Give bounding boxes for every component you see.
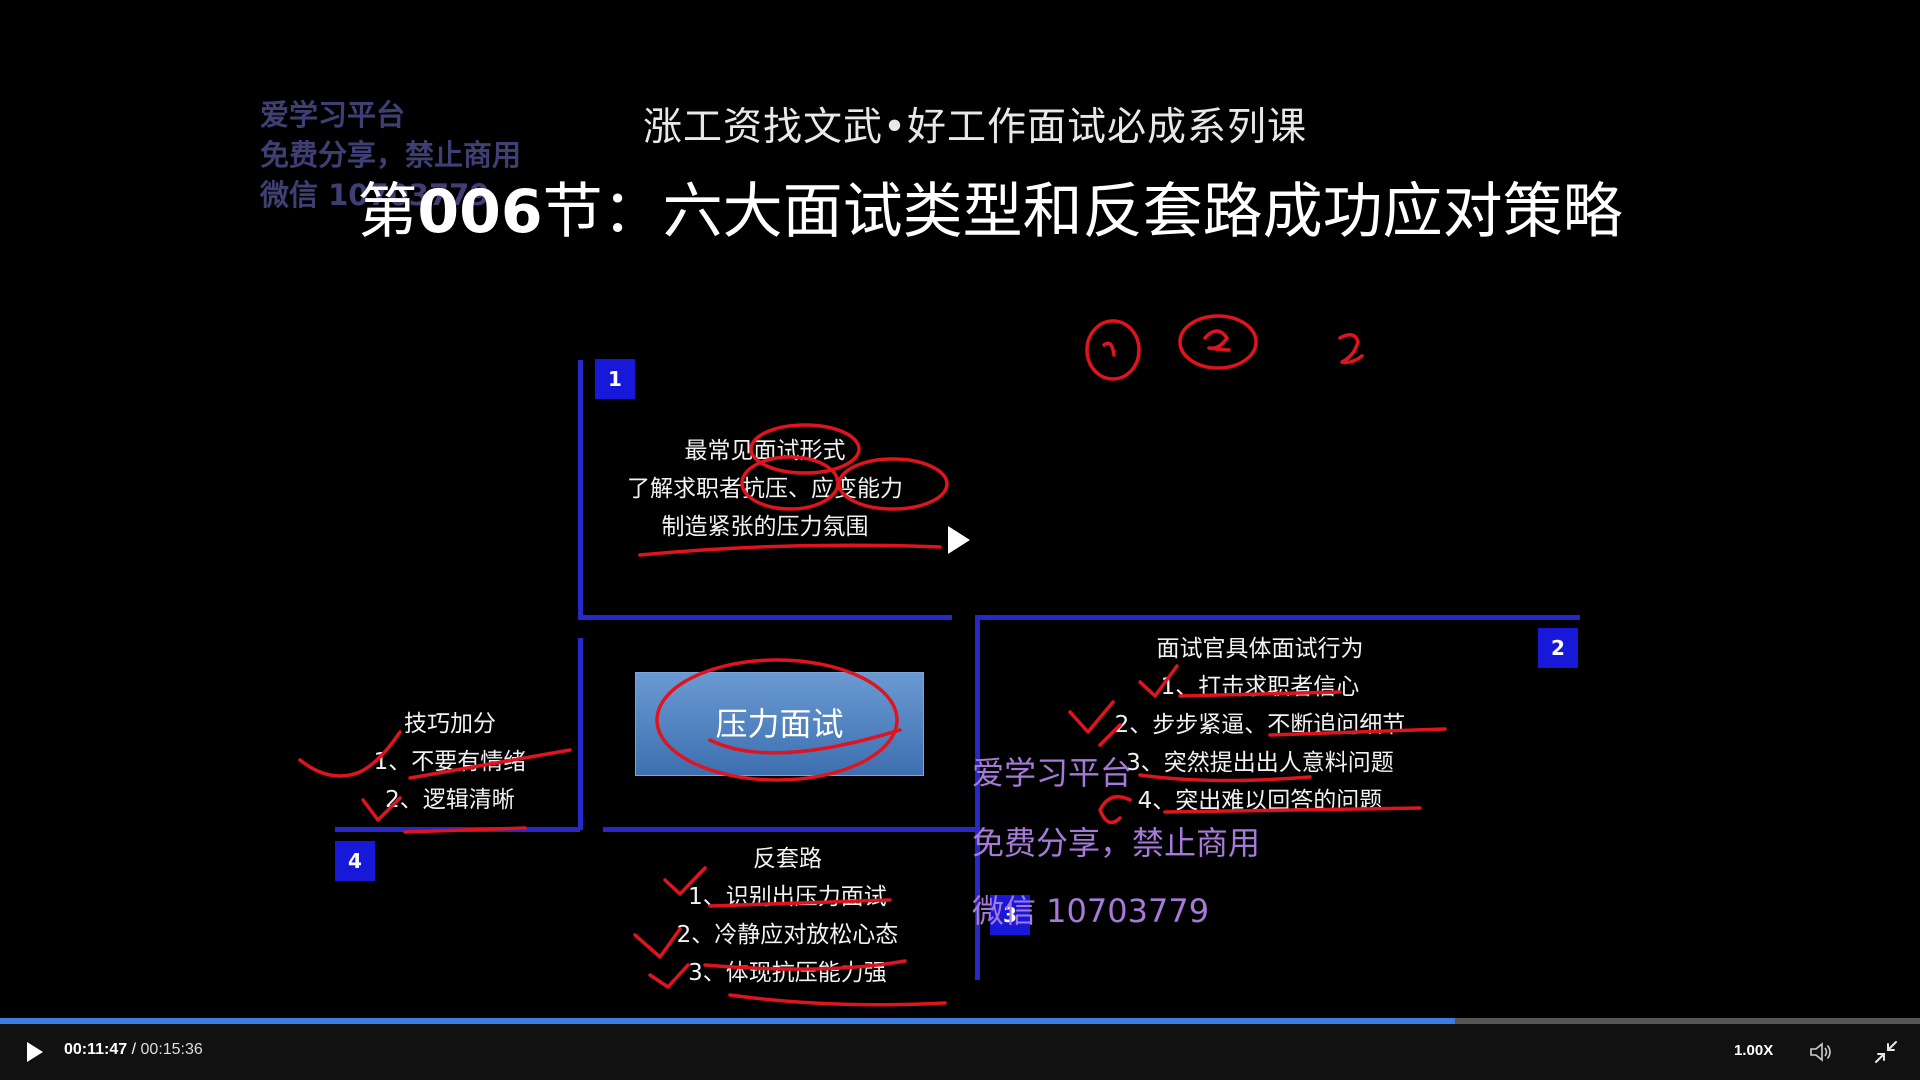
section-number-badge: 3	[990, 895, 1030, 935]
current-time: 00:11:47	[64, 1041, 128, 1058]
section-line: 技巧加分	[404, 711, 496, 737]
section-line: 3、体现抗压能力强	[688, 960, 887, 986]
time-display: 00:11:47 / 00:15:36	[64, 1041, 203, 1059]
section-line: 最常见面试形式	[684, 438, 846, 464]
playback-speed-button[interactable]: 1.00X	[1734, 1042, 1774, 1059]
control-bar: 00:11:47 / 00:15:36 1.00X	[0, 1024, 1920, 1080]
watermark-center-line: 微信 10703779	[972, 892, 1210, 930]
divider-line	[335, 827, 580, 832]
section-line: 1、打击求职者信心	[1160, 674, 1360, 700]
section-number-badge: 4	[335, 841, 375, 881]
watermark-line: 免费分享，禁止商用	[260, 138, 522, 172]
section-line: 了解求职者抗压、应变能力	[627, 476, 903, 502]
divider-line	[603, 827, 977, 832]
slide-subtitle: 涨工资找文武•好工作面试必成系列课	[642, 105, 1307, 150]
title-prefix: 第	[357, 177, 418, 247]
section-line: 1、识别出压力面试	[688, 884, 887, 910]
watermark-center-line: 爱学习平台	[972, 754, 1133, 792]
section-number-badge: 2	[1538, 628, 1578, 668]
watermark-line: 微信 10703779	[260, 178, 490, 212]
divider-line	[578, 360, 583, 618]
section-3-text: 反套路 1、识别出压力面试 2、冷静应对放松心态 3、体现抗压能力强	[630, 840, 945, 992]
divider-line	[975, 615, 1580, 620]
slide-title: 第006节：六大面试类型和反套路成功应对策略	[0, 163, 1920, 250]
play-icon[interactable]	[938, 520, 978, 560]
section-line: 面试官具体面试行为	[1156, 636, 1364, 662]
section-line: 2、步步紧逼、不断追问细节	[1114, 712, 1406, 738]
play-icon[interactable]	[20, 1038, 48, 1066]
progress-fill	[0, 1018, 1456, 1024]
section-line: 2、逻辑清晰	[385, 787, 515, 813]
section-1-text: 最常见面试形式 了解求职者抗压、应变能力 制造紧张的压力氛围	[600, 432, 930, 546]
section-line: 2、冷静应对放松心态	[676, 922, 899, 948]
section-line: 1、不要有情绪	[373, 749, 527, 775]
center-topic-box: 压力面试	[635, 672, 924, 776]
section-number-badge: 1	[595, 359, 635, 399]
section-line: 反套路	[753, 846, 822, 872]
divider-line	[578, 638, 583, 830]
volume-icon[interactable]	[1806, 1038, 1834, 1066]
title-rest: 节：六大面试类型和反套路成功应对策略	[542, 177, 1623, 247]
divider-line	[578, 615, 952, 620]
divider-line	[975, 615, 980, 980]
exit-fullscreen-icon[interactable]	[1872, 1038, 1900, 1066]
section-line: 3、突然提出出人意料问题	[1126, 750, 1394, 776]
watermark-center-line: 免费分享，禁止商用	[972, 824, 1261, 862]
time-separator: /	[127, 1041, 141, 1058]
section-4-text: 技巧加分 1、不要有情绪 2、逻辑清晰	[350, 705, 550, 819]
watermark-line: 爱学习平台	[260, 98, 406, 132]
video-frame[interactable]: 爱学习平台 免费分享，禁止商用 微信 10703779 涨工资找文武•好工作面试…	[0, 0, 1920, 1020]
progress-bar[interactable]	[0, 1018, 1920, 1024]
total-time: 00:15:36	[140, 1041, 203, 1058]
watermark-top-left: 爱学习平台 免费分享，禁止商用 微信 10703779	[260, 95, 521, 215]
title-number: 006	[417, 177, 543, 247]
section-line: 制造紧张的压力氛围	[661, 514, 869, 540]
